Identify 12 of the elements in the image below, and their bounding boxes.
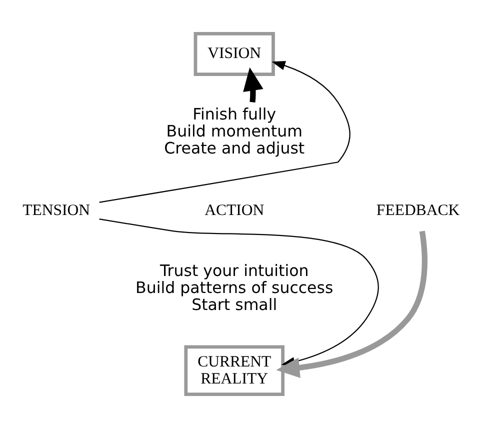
node-text: TENSION	[22, 202, 90, 219]
label: Trust your intuition	[159, 261, 308, 280]
node-box: VISION	[193, 32, 274, 76]
node-text: ACTION	[204, 202, 264, 219]
node-text: FEEDBACK	[376, 202, 460, 219]
node-text: Finish fully Build momentum Create and adjust	[164, 104, 304, 158]
label: Start small	[191, 295, 277, 314]
node-box: CURRENT REALITY	[184, 345, 284, 396]
arrow	[276, 230, 427, 378]
arrow	[242, 67, 263, 102]
arrow	[98, 61, 350, 203]
label: Build patterns of success	[135, 278, 333, 298]
